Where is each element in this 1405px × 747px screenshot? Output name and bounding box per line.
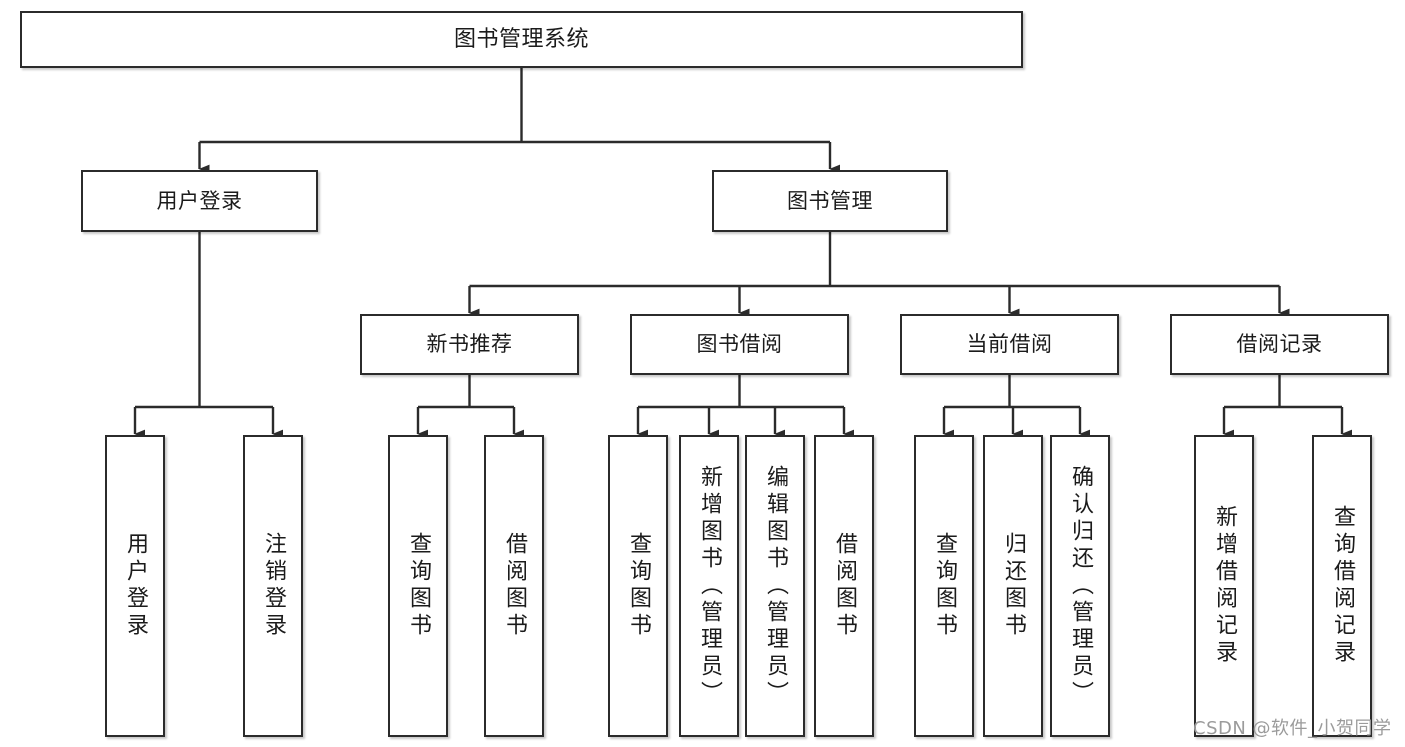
node-root[interactable]: 图书管理系统	[20, 11, 1023, 68]
leaf-query-book-recommend[interactable]: 查询图书	[388, 435, 448, 737]
connector-lines	[133, 68, 1353, 439]
node-label: 查询图书	[626, 532, 651, 640]
leaf-query-borrow-record[interactable]: 查询借阅记录	[1312, 435, 1372, 737]
leaf-query-book-current[interactable]: 查询图书	[914, 435, 974, 737]
node-label: 新增借阅记录	[1212, 505, 1237, 667]
leaf-add-book-admin[interactable]: 新增图书（管理员）	[679, 435, 739, 737]
node-label: 查询借阅记录	[1330, 505, 1355, 667]
node-label: 图书管理系统	[453, 26, 589, 52]
leaf-confirm-return-admin[interactable]: 确认归还（管理员）	[1050, 435, 1110, 737]
watermark: CSDN @软件_小贺同学	[1193, 718, 1392, 739]
node-label: 编辑图书（管理员）	[763, 464, 788, 708]
leaf-query-book-borrow[interactable]: 查询图书	[608, 435, 668, 737]
node-label: 用户登录	[123, 532, 148, 640]
node-label: 用户登录	[156, 188, 243, 213]
node-label: 图书借阅	[696, 332, 783, 357]
node-label: 借阅记录	[1236, 332, 1323, 357]
node-new-book-recommend[interactable]: 新书推荐	[360, 314, 579, 375]
leaf-borrow-book[interactable]: 借阅图书	[814, 435, 874, 737]
node-label: 当前借阅	[966, 332, 1053, 357]
leaf-edit-book-admin[interactable]: 编辑图书（管理员）	[745, 435, 805, 737]
node-user-login[interactable]: 用户登录	[81, 170, 318, 232]
node-book-management[interactable]: 图书管理	[712, 170, 948, 232]
node-label: 借阅图书	[502, 532, 527, 640]
node-current-borrow[interactable]: 当前借阅	[900, 314, 1119, 375]
leaf-add-borrow-record[interactable]: 新增借阅记录	[1194, 435, 1254, 737]
node-label: 确认归还（管理员）	[1068, 464, 1093, 708]
leaf-return-book[interactable]: 归还图书	[983, 435, 1043, 737]
node-label: 新增图书（管理员）	[697, 464, 722, 708]
leaf-logout[interactable]: 注销登录	[243, 435, 303, 737]
node-label: 注销登录	[261, 532, 286, 640]
leaf-user-login[interactable]: 用户登录	[105, 435, 165, 737]
node-label: 查询图书	[406, 532, 431, 640]
node-label: 图书管理	[787, 188, 873, 213]
node-label: 归还图书	[1001, 532, 1026, 640]
leaf-borrow-book-recommend[interactable]: 借阅图书	[484, 435, 544, 737]
node-label: 查询图书	[932, 532, 957, 640]
node-label: 借阅图书	[832, 532, 857, 640]
node-book-borrow[interactable]: 图书借阅	[630, 314, 849, 375]
node-label: 新书推荐	[426, 332, 513, 357]
node-borrow-record[interactable]: 借阅记录	[1170, 314, 1389, 375]
